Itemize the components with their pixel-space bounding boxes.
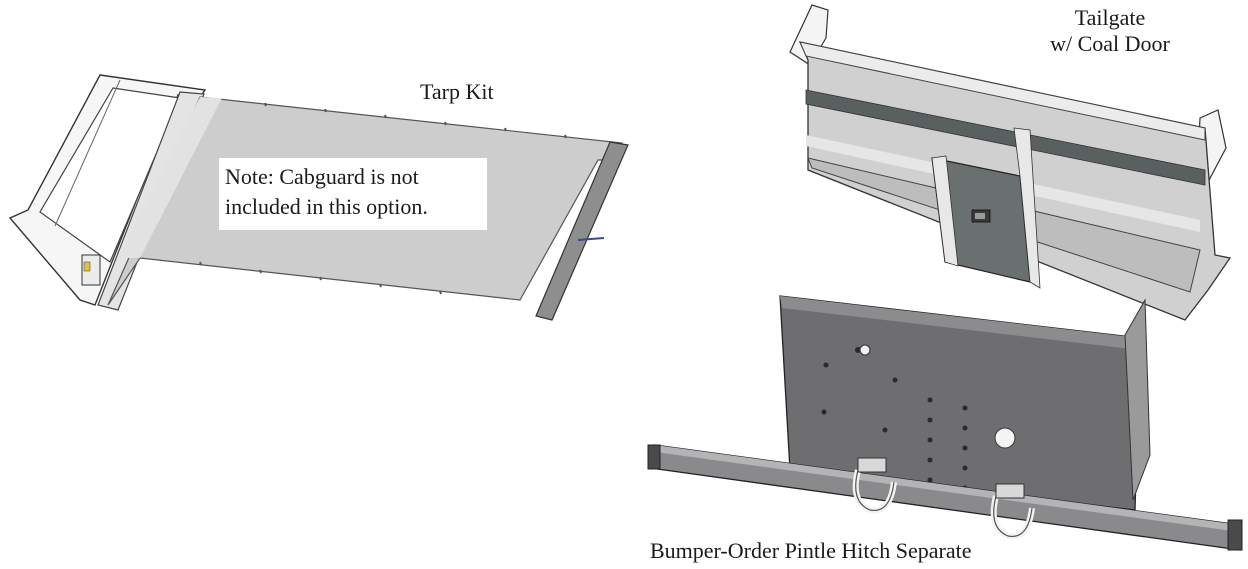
tailgate-label-line1: Tailgate bbox=[1074, 5, 1146, 30]
tarp-front-frame-inner bbox=[39, 87, 181, 263]
tarp-rear-bar bbox=[535, 141, 629, 321]
cabguard-note-line2: included in this option. bbox=[225, 194, 428, 219]
tarp-kit-drawing bbox=[8, 74, 629, 321]
cabguard-note: Note: Cabguard is not included in this o… bbox=[219, 158, 487, 230]
tarp-kit-label: Tarp Kit bbox=[420, 79, 494, 104]
bumper-label: Bumper-Order Pintle Hitch Separate bbox=[650, 538, 972, 563]
tailgate-label-line2: w/ Coal Door bbox=[1050, 31, 1170, 56]
cabguard-note-line1: Note: Cabguard is not bbox=[225, 164, 419, 189]
bumper-drawing bbox=[647, 295, 1243, 551]
tailgate-label: Tailgate w/ Coal Door bbox=[1010, 5, 1210, 57]
tailgate-drawing bbox=[789, 4, 1232, 321]
